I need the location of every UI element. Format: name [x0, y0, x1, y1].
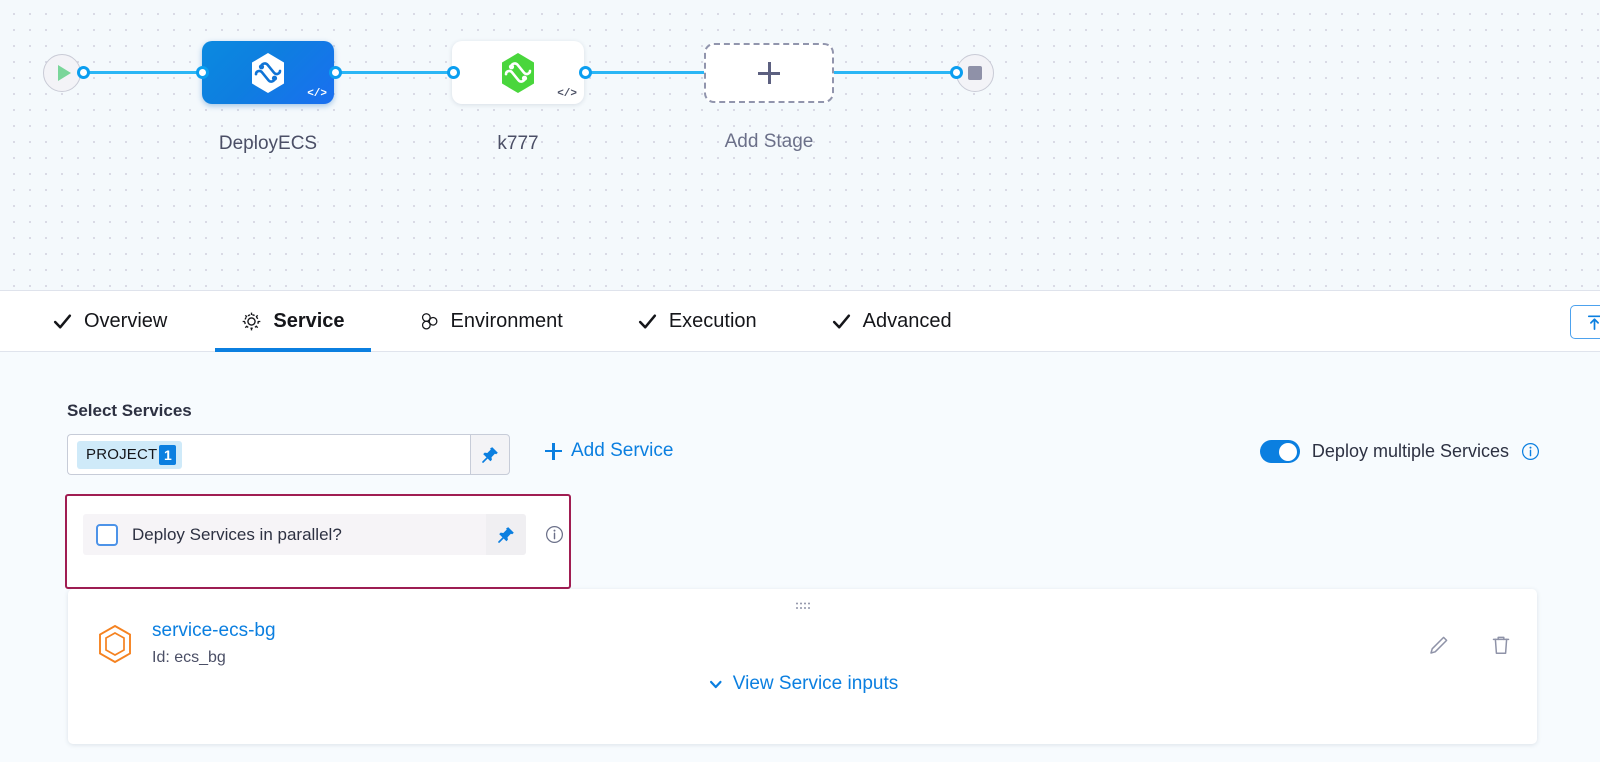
selected-scope-chip-label: PROJECT — [86, 446, 158, 463]
save-as-template-button[interactable]: S — [1569, 305, 1600, 339]
plus-icon — [545, 442, 562, 460]
add-service-button[interactable]: Add Service — [545, 440, 673, 462]
harness-cd-hexagon-icon — [252, 52, 284, 93]
connector-dot-stage1-out — [329, 66, 342, 79]
pipeline-start-node[interactable] — [43, 54, 81, 92]
gear-icon — [243, 312, 261, 330]
tab-service[interactable]: Service — [215, 291, 371, 352]
info-icon[interactable] — [545, 525, 564, 544]
deploy-parallel-checkbox[interactable] — [96, 523, 118, 546]
connector-addstage-to-end — [830, 71, 960, 74]
service-name-link[interactable]: service-ecs-bg — [152, 620, 276, 641]
tab-service-label: Service — [273, 309, 345, 332]
stage-node-deployecs[interactable]: </> — [202, 41, 334, 104]
service-config-panel: Select Services PROJECT 1 Add Service De… — [0, 352, 1600, 762]
stage-code-icon[interactable]: </> — [557, 88, 577, 100]
add-service-label: Add Service — [571, 440, 674, 461]
trash-icon[interactable] — [1488, 632, 1514, 658]
connector-dot-end — [950, 66, 963, 79]
harness-cd-hexagon-icon — [502, 52, 534, 93]
connector-dot-stage2-in — [447, 66, 460, 79]
tab-overview-label: Overview — [84, 309, 168, 332]
tab-advanced[interactable]: Advanced — [805, 291, 978, 352]
stage-node-k777[interactable]: </> — [452, 41, 584, 104]
ecs-hexagon-icon — [99, 624, 131, 664]
info-icon[interactable] — [1521, 442, 1540, 461]
stage-code-icon[interactable]: </> — [307, 88, 327, 100]
service-card: service-ecs-bg Id: ecs_bg View Service i… — [68, 589, 1537, 744]
tab-execution-label: Execution — [668, 309, 757, 332]
pin-icon — [482, 446, 498, 463]
chevron-down-icon — [709, 680, 722, 688]
connector-stage2-to-addstage — [580, 71, 710, 74]
stage-config-tab-bar: Overview Service Environment Execution — [0, 291, 1600, 352]
tab-environment-label: Environment — [450, 309, 563, 332]
tab-overview[interactable]: Overview — [26, 291, 193, 352]
select-services-label: Select Services — [67, 401, 192, 420]
service-id-label: Id: ecs_bg — [152, 649, 226, 666]
view-service-inputs-button[interactable]: View Service inputs — [707, 673, 898, 695]
deploy-parallel-row[interactable]: Deploy Services in parallel? — [83, 514, 526, 555]
tab-advanced-label: Advanced — [862, 309, 952, 332]
add-stage-label: Add Stage — [724, 131, 814, 152]
toggle-knob — [1279, 442, 1298, 461]
pipeline-canvas[interactable]: </> DeployECS </> k777 Add Stage — [0, 0, 1600, 291]
connector-dot-stage1-in — [196, 66, 209, 79]
stop-icon — [968, 66, 982, 80]
drag-handle-icon[interactable] — [795, 601, 811, 611]
check-icon — [832, 313, 850, 329]
connector-start-to-stage1 — [78, 71, 208, 74]
pin-icon — [498, 526, 514, 543]
deploy-multiple-services-control[interactable]: Deploy multiple Services — [1259, 440, 1540, 463]
pencil-icon[interactable] — [1426, 632, 1452, 658]
selected-scope-chip[interactable]: PROJECT 1 — [77, 440, 183, 469]
deploy-parallel-field[interactable]: Deploy Services in parallel? — [83, 514, 486, 555]
connector-stage1-to-stage2 — [330, 71, 460, 74]
services-multiselect-input[interactable]: PROJECT 1 — [67, 434, 470, 475]
stage-label-deployecs: DeployECS — [218, 133, 318, 154]
deploy-parallel-label: Deploy Services in parallel? — [132, 524, 342, 544]
play-icon — [57, 65, 71, 81]
tab-environment[interactable]: Environment — [393, 291, 589, 352]
deploy-parallel-highlight-box: Deploy Services in parallel? — [65, 494, 571, 589]
connector-dot-stage2-out — [579, 66, 592, 79]
deploy-multiple-services-label: Deploy multiple Services — [1311, 441, 1509, 461]
check-icon — [53, 313, 72, 329]
deploy-multiple-services-toggle[interactable] — [1259, 440, 1300, 463]
save-template-icon — [1587, 314, 1600, 330]
add-stage-button[interactable] — [704, 43, 834, 103]
selected-scope-chip-count: 1 — [159, 444, 177, 465]
pin-services-field-button[interactable] — [470, 434, 510, 475]
view-service-inputs-label: View Service inputs — [732, 673, 899, 694]
connector-dot-start — [77, 66, 90, 79]
select-services-field[interactable]: PROJECT 1 — [67, 434, 510, 475]
check-icon — [638, 313, 656, 329]
plus-icon — [758, 62, 780, 84]
pin-parallel-field-button[interactable] — [486, 514, 526, 555]
environment-icon — [421, 312, 438, 329]
tab-execution[interactable]: Execution — [611, 291, 783, 352]
stage-label-k777: k777 — [497, 133, 539, 154]
